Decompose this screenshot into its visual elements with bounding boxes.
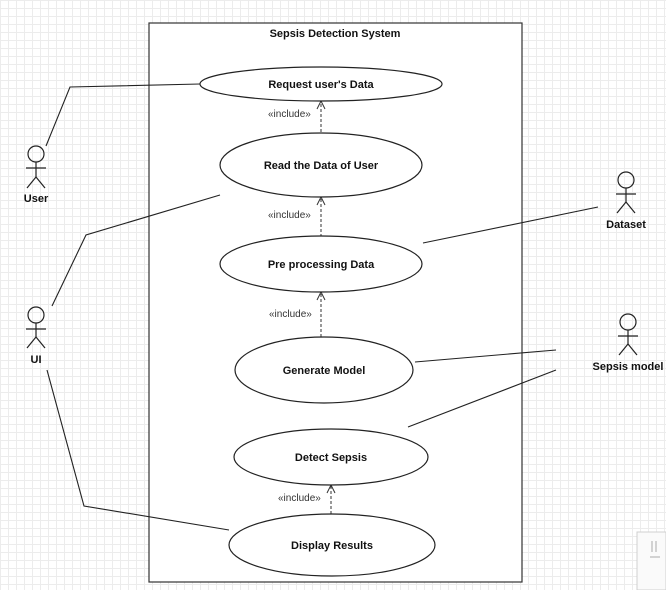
system-title: Sepsis Detection System bbox=[270, 28, 401, 40]
use-case-detect-sepsis[interactable]: Detect Sepsis bbox=[233, 428, 429, 486]
actor-sepsis-model[interactable]: Sepsis model bbox=[593, 313, 664, 373]
assoc-model-generate bbox=[414, 349, 557, 363]
actor-label: User bbox=[24, 193, 49, 205]
use-case-label: Pre processing Data bbox=[268, 259, 375, 271]
actor-user[interactable]: User bbox=[24, 145, 49, 205]
assoc-user-request bbox=[45, 83, 201, 147]
panel-box bbox=[636, 531, 666, 590]
assoc-model-detect bbox=[407, 369, 557, 428]
use-case-request-data[interactable]: Request user's Data bbox=[199, 66, 443, 102]
use-case-label: Request user's Data bbox=[268, 79, 374, 91]
assoc-dataset-preprocess bbox=[422, 206, 599, 244]
system-box bbox=[148, 22, 523, 583]
actor-label: Sepsis model bbox=[593, 361, 664, 373]
actor-label: UI bbox=[31, 354, 42, 366]
include-dependencies: «include» «include» «include» «include» bbox=[268, 99, 336, 514]
include-label: «include» bbox=[268, 109, 311, 120]
associations bbox=[45, 83, 599, 531]
use-case-display-results[interactable]: Display Results bbox=[228, 513, 436, 577]
include-label: «include» bbox=[269, 309, 312, 320]
include-label: «include» bbox=[278, 493, 321, 504]
assoc-ui-read bbox=[51, 194, 221, 307]
stick-figure-icon bbox=[616, 171, 636, 214]
use-case-read-data[interactable]: Read the Data of User bbox=[219, 132, 423, 198]
use-case-label: Detect Sepsis bbox=[295, 452, 367, 464]
actor-ui[interactable]: UI bbox=[26, 306, 46, 366]
assoc-ui-display bbox=[46, 369, 230, 531]
actor-dataset[interactable]: Dataset bbox=[606, 171, 646, 231]
use-case-preprocess[interactable]: Pre processing Data bbox=[219, 235, 423, 293]
include-label: «include» bbox=[268, 210, 311, 221]
use-case-generate-model[interactable]: Generate Model bbox=[234, 336, 414, 404]
use-case-label: Display Results bbox=[291, 540, 373, 552]
stick-figure-icon bbox=[26, 145, 46, 189]
stick-figure-icon bbox=[26, 306, 46, 349]
use-case-label: Generate Model bbox=[283, 365, 366, 377]
panel-icon bbox=[650, 541, 660, 558]
side-panel-handle[interactable] bbox=[636, 531, 666, 590]
actor-label: Dataset bbox=[606, 219, 646, 231]
stick-figure-icon bbox=[618, 313, 638, 356]
system-boundary: Sepsis Detection System bbox=[148, 22, 523, 583]
use-case-label: Read the Data of User bbox=[264, 160, 379, 172]
